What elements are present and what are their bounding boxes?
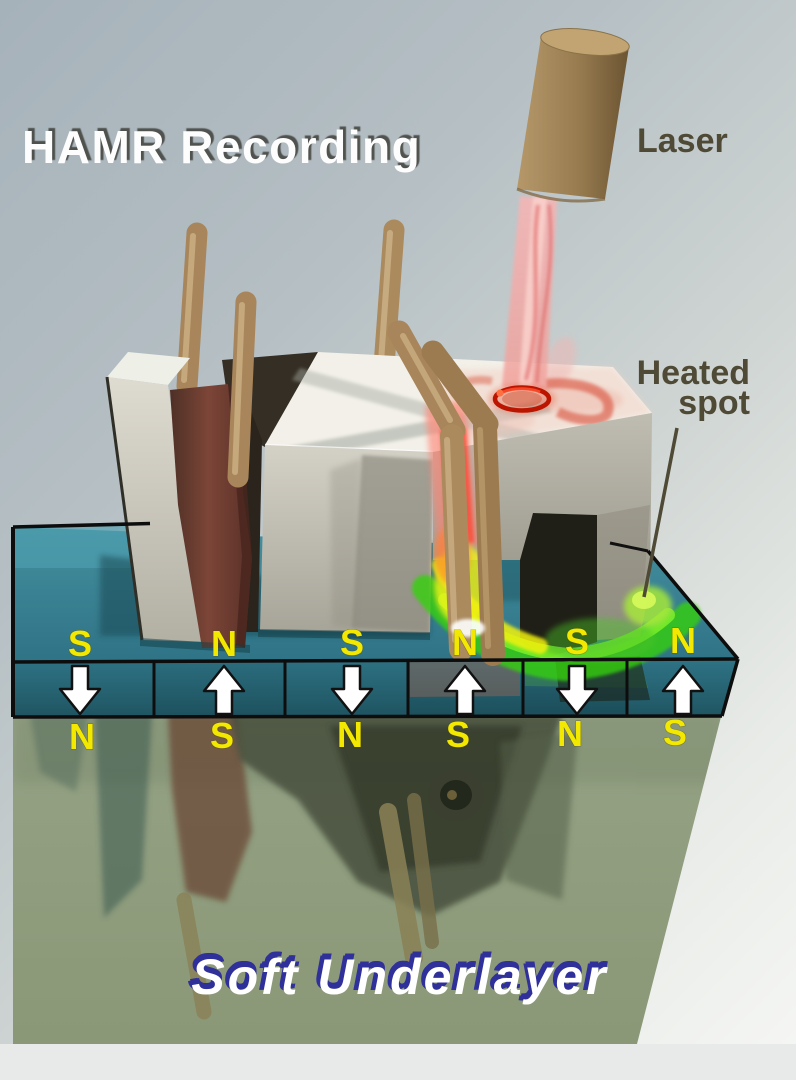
coil-rod-front-left [227,291,257,488]
write-pole-rod-1-highlight [444,437,458,643]
heated-spot-label: Heated spot [580,356,750,420]
underlayer-reflections [13,713,722,1020]
outline-cells-bottom [12,714,723,719]
magnetization-arrows [58,664,705,716]
coil-rods-back [176,219,405,397]
swirl-smoke [544,337,576,387]
pole-label-top-2: N [211,623,237,664]
medium-top-light-band [14,524,153,568]
outline-diagonal-right [646,549,740,661]
coil-rod-middle-highlight [378,230,393,365]
coil-rod-bent-2 [421,340,499,436]
coil-rod-front-left-highlight [232,302,245,475]
figure-title: HAMR Recording [22,121,422,173]
left-block-top-face [107,352,190,385]
pole-label-top-6: N [670,620,696,661]
heated-ring-dot [496,389,504,397]
heat-white-core [451,619,485,637]
laser-assembly [488,28,630,414]
outline-back-left [12,521,151,529]
heated-ring-fill [502,391,542,407]
outline-right-edge [720,658,740,717]
pole-labels-bottom: N S N S N S [69,712,688,758]
reflection-rod-1 [379,803,423,967]
pole-label-top-1: S [68,623,92,664]
bottom-strip [0,1044,796,1080]
write-pole [387,320,505,666]
pole-label-bottom-5: N [557,713,583,754]
laser-cylinder-top [540,28,630,56]
pole-label-bottom-1: N [69,716,95,757]
coil-rod-left-back [176,222,208,397]
laser-beam-core [519,197,547,390]
write-pole-rod-2-highlight [477,427,491,649]
contact-shadow-main [258,629,430,640]
swirl-arc-right [544,378,614,425]
arrow-down-3 [330,664,374,716]
arrow-up-6 [661,664,705,716]
pole-label-top-3: S [340,622,364,663]
write-pole-rod-1 [440,424,473,661]
laser-beam-streak-2 [535,204,553,384]
pole-label-bottom-6: S [663,712,687,753]
medium-back-edge-line [609,541,649,553]
laser-cylinder-bottom-edge [516,187,606,203]
soft-underlayer-label: Soft Underlayer [191,949,609,1005]
reflection-rod-2 [407,793,439,949]
reflection-maroon-plate [168,714,252,902]
reflection-gray-right [500,732,578,900]
write-pole-rod-2 [473,414,505,666]
coil-rod-middle [373,219,405,377]
heated-spot-label-line1: Heated [636,354,750,392]
heat-green-fill [545,618,655,662]
pole-labels-top: S N S N S N [67,620,696,665]
front-face-shadow [352,455,433,632]
soft-underlayer-block [13,713,722,1044]
reflection-rod-3 [176,892,212,1020]
contact-shadow-left [140,638,250,653]
front-face-shadow-soft [330,458,362,628]
arrow-down-5 [555,664,599,716]
medium-outlines [11,521,740,719]
arrow-down-1 [58,664,102,716]
thermal-spot-foreground [451,586,672,637]
reflection-teal-left [95,714,152,918]
arrow-up-2 [202,664,246,716]
laser-cylinder-body [517,37,629,199]
left-block-front-face [107,377,205,642]
reflection-teal-far-left [30,714,88,792]
heated-spot-pointer-line [642,427,679,598]
heated-spot-glow-core [632,591,656,609]
pole-label-top-4: N [452,622,478,663]
pole-label-top-5: S [565,621,589,662]
laser-beam-streak-1 [524,204,540,381]
reflection-head-dark [330,726,522,872]
pole-label-bottom-3: N [337,714,363,755]
laser-label: Laser [637,122,728,160]
arrow-up-4 [443,664,487,716]
reflection-coil-disk-dot [447,790,457,800]
pole-label-bottom-4: S [446,714,470,755]
heated-spot-label-line2: spot [678,384,750,422]
outline-cells-top [12,657,739,664]
coil-rod-bent-1-highlight [400,333,453,423]
pole-label-bottom-2: S [210,715,234,756]
left-block-edge [105,376,144,641]
coil-rod-left-back-highlight [181,233,196,383]
